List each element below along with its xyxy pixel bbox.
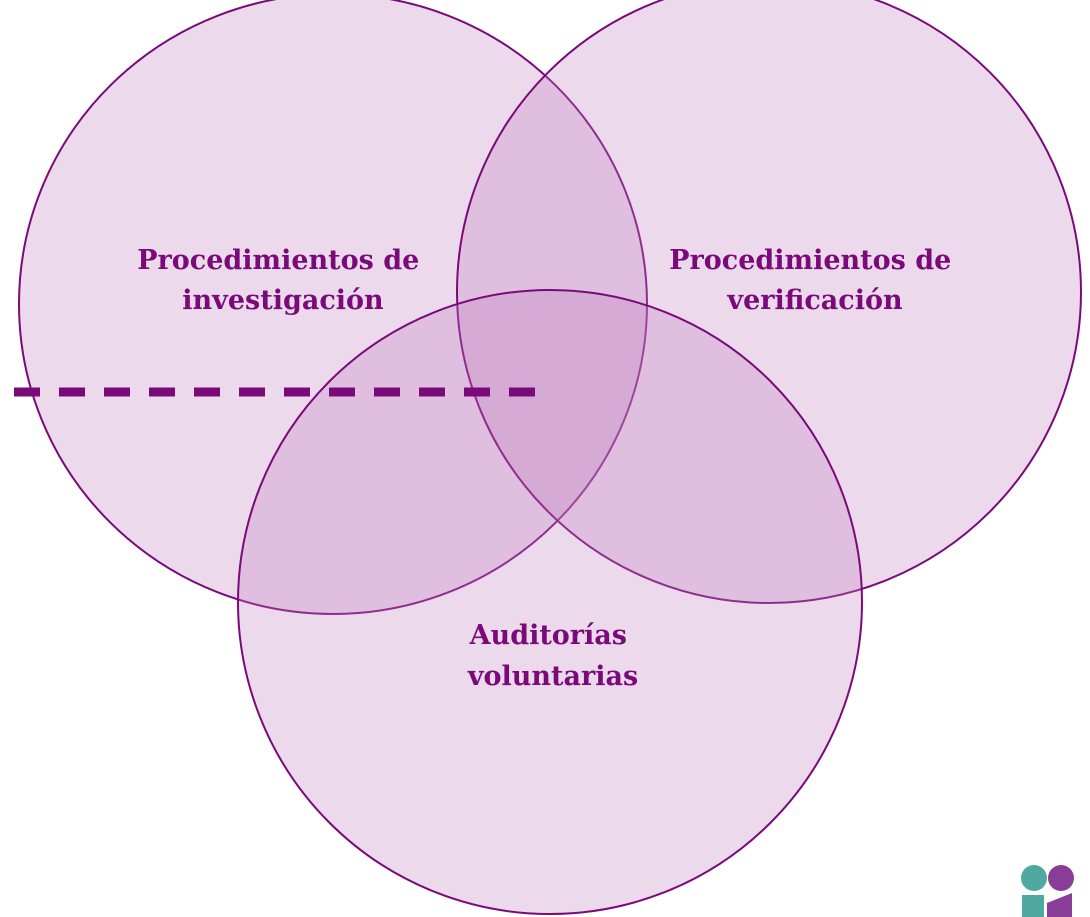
logo-purple-dot [1048,865,1074,891]
label-line: verificación [726,285,903,316]
label-auditorias-voluntarias: Auditorías voluntarias [467,620,638,692]
institutional-logo [1021,865,1074,917]
circle-auditorias-voluntarias [237,289,863,915]
logo-teal-dot [1021,865,1047,891]
label-line: Procedimientos de [137,245,419,276]
label-procedimientos-verificacion: Procedimientos de verificación [669,245,960,316]
circle-procedimientos-verificacion [456,0,1082,604]
label-line: investigación [182,285,384,316]
logo-teal-shape [1022,895,1044,917]
label-procedimientos-investigacion: Procedimientos de investigación [137,245,428,316]
label-line: voluntarias [467,661,638,692]
label-line: Procedimientos de [669,245,951,276]
label-line: Auditorías [469,620,627,651]
logo-purple-shape [1047,893,1072,917]
